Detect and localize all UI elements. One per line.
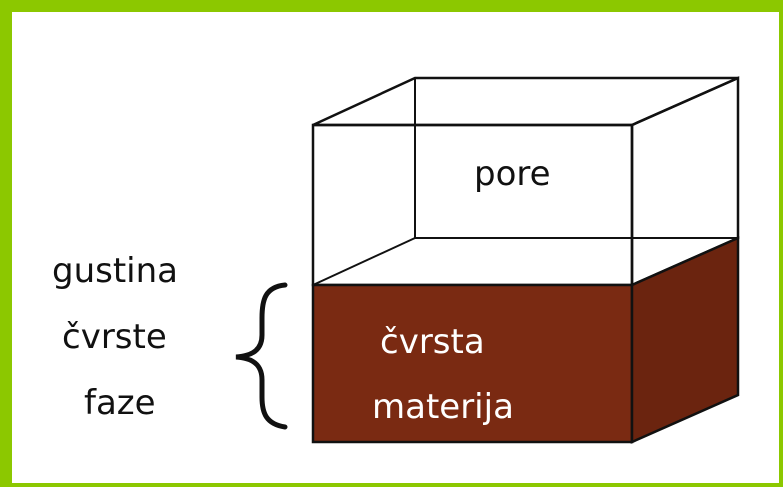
side-label-line2: čvrste	[62, 317, 167, 357]
pore-front-face	[311, 123, 634, 287]
box-top-face	[312, 76, 739, 127]
pore-label: pore	[474, 154, 551, 194]
solid-label-line1: čvrsta	[380, 322, 485, 362]
side-label-line1: gustina	[52, 251, 178, 291]
solid-label-line2: materija	[372, 387, 514, 427]
solid-side-face	[630, 236, 740, 444]
curly-brace-icon	[235, 282, 288, 430]
side-label-line3: faze	[84, 383, 156, 423]
back-diagonal-bottom	[312, 237, 416, 286]
